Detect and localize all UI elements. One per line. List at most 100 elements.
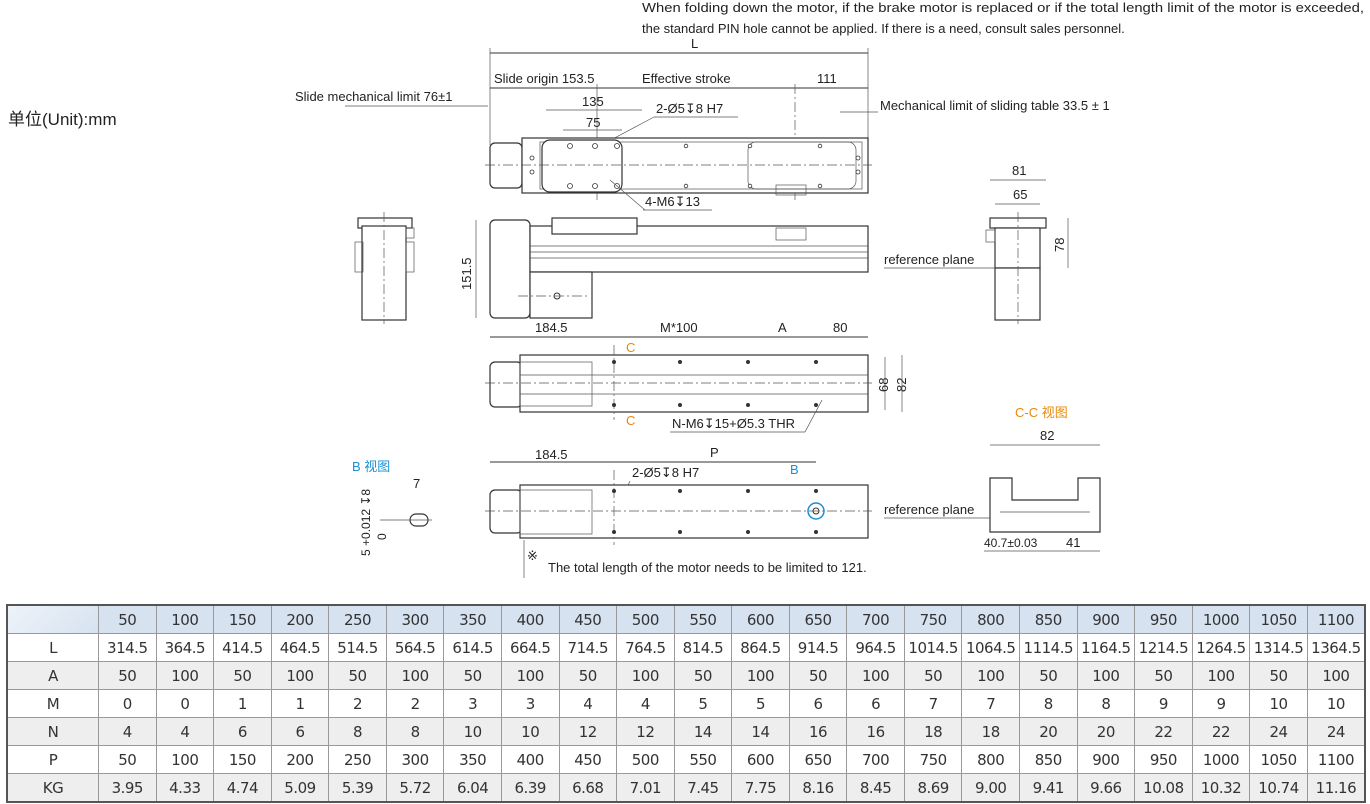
table-cell: 664.5 [500, 633, 560, 662]
dim-80: 80 [833, 320, 847, 335]
dim-82-side: 82 [894, 378, 909, 392]
header-stroke: 250 [328, 604, 387, 634]
table-cell: 614.5 [443, 633, 502, 662]
table-cell: 0 [98, 689, 157, 718]
header-stroke: 650 [788, 604, 848, 634]
technical-drawing: When folding down the motor, if the brak… [8, 0, 1364, 578]
table-cell: 650 [788, 745, 848, 774]
table-cell: 9.00 [961, 773, 1020, 803]
table-cell: 514.5 [328, 633, 387, 662]
table-cell: 900 [1076, 745, 1136, 774]
table-cell: 50 [673, 661, 733, 690]
ref-plane-1: reference plane [884, 252, 974, 267]
table-cell: 100 [616, 661, 675, 690]
table-cell: 14 [731, 717, 790, 746]
table-cell: 0 [155, 689, 215, 718]
table-cell: 814.5 [673, 633, 733, 662]
dim-184-5-a: 184.5 [535, 320, 568, 335]
header-stroke: 450 [558, 604, 618, 634]
table-cell: 50 [903, 661, 963, 690]
table-cell: 12 [616, 717, 675, 746]
table-cell: 20 [1019, 717, 1078, 746]
table-cell: 600 [731, 745, 790, 774]
table-cell: 50 [443, 661, 502, 690]
end-view-left [354, 212, 415, 324]
header-stroke: 750 [903, 604, 963, 634]
table-cell: 100 [1191, 661, 1251, 690]
note-motor-limit: The total length of the motor needs to b… [548, 560, 867, 575]
table-cell: 100 [500, 661, 560, 690]
table-cell: 1364.5 [1306, 633, 1366, 662]
dim-b-tolerance: 5 +0.012 ↧8 [359, 489, 373, 556]
table-cell: 50 [98, 661, 157, 690]
table-cell: 1114.5 [1019, 633, 1078, 662]
table-cell: 200 [270, 745, 330, 774]
header-stroke: 50 [98, 604, 157, 634]
table-cell: 364.5 [155, 633, 215, 662]
table-cell: 300 [385, 745, 445, 774]
table-cell: 8.45 [846, 773, 905, 803]
row-label: P [6, 745, 99, 774]
row-label: KG [6, 773, 99, 803]
dim-78: 78 [1052, 238, 1067, 252]
table-cell: 6 [270, 717, 330, 746]
header-stroke: 1000 [1191, 604, 1251, 634]
section-c-bottom: C [626, 413, 635, 428]
header-stroke: 950 [1134, 604, 1193, 634]
table-cell: 464.5 [270, 633, 330, 662]
table-cell: 50 [213, 661, 272, 690]
table-cell: 6 [846, 689, 905, 718]
end-view-right: 81 65 78 reference plane [884, 163, 1069, 324]
table-cell: 5.09 [270, 773, 330, 803]
table-cell: 6.39 [500, 773, 560, 803]
b-detail-view: B 视图 7 5 +0.012 ↧8 0 [352, 459, 432, 556]
table-cell: 100 [155, 745, 215, 774]
table-cell: 8 [1076, 689, 1136, 718]
table-cell: 1064.5 [961, 633, 1020, 662]
table-cell: 2 [328, 689, 387, 718]
table-cell: 10 [500, 717, 560, 746]
table-cell: 50 [788, 661, 848, 690]
table-cell: 10.08 [1134, 773, 1193, 803]
table-cell: 314.5 [98, 633, 157, 662]
table-cell: 16 [846, 717, 905, 746]
top-view: 4-M6↧13 [485, 137, 872, 211]
table-cell: 22 [1134, 717, 1193, 746]
table-cell: 700 [846, 745, 905, 774]
table-cell: 100 [961, 661, 1020, 690]
table-cell: 10 [1306, 689, 1366, 718]
header-stroke: 900 [1076, 604, 1136, 634]
table-cell: 8 [328, 717, 387, 746]
table-cell: 800 [961, 745, 1020, 774]
table-cell: 100 [846, 661, 905, 690]
table-cell: 50 [1019, 661, 1078, 690]
bottom-view-2: 184.5 P 2-Ø5↧8 H7 B ※ The total length o… [485, 445, 872, 578]
table-cell: 250 [328, 745, 387, 774]
table-cell: 964.5 [846, 633, 905, 662]
unit-label: 单位(Unit):mm [8, 110, 117, 129]
table-cell: 10 [443, 717, 502, 746]
table-cell: 100 [385, 661, 445, 690]
dim-L: L [691, 36, 698, 51]
table-cell: 414.5 [213, 633, 272, 662]
table-cell: 914.5 [788, 633, 848, 662]
header-stroke: 350 [443, 604, 502, 634]
table-cell: 564.5 [385, 633, 445, 662]
table-cell: 450 [558, 745, 618, 774]
table-cell: 850 [1019, 745, 1078, 774]
table-cell: 9.66 [1076, 773, 1136, 803]
header-stroke: 550 [673, 604, 733, 634]
table-cell: 12 [558, 717, 618, 746]
table-cell: 9.41 [1019, 773, 1078, 803]
row-label: A [6, 661, 99, 690]
dim-cc-40-7: 40.7±0.03 [984, 536, 1038, 550]
table-cell: 3 [500, 689, 560, 718]
dim-65: 65 [1013, 187, 1027, 202]
table-cell: 9 [1134, 689, 1193, 718]
table-cell: 714.5 [558, 633, 618, 662]
header-stroke: 300 [385, 604, 445, 634]
cc-view-title: C-C 视图 [1015, 405, 1068, 420]
